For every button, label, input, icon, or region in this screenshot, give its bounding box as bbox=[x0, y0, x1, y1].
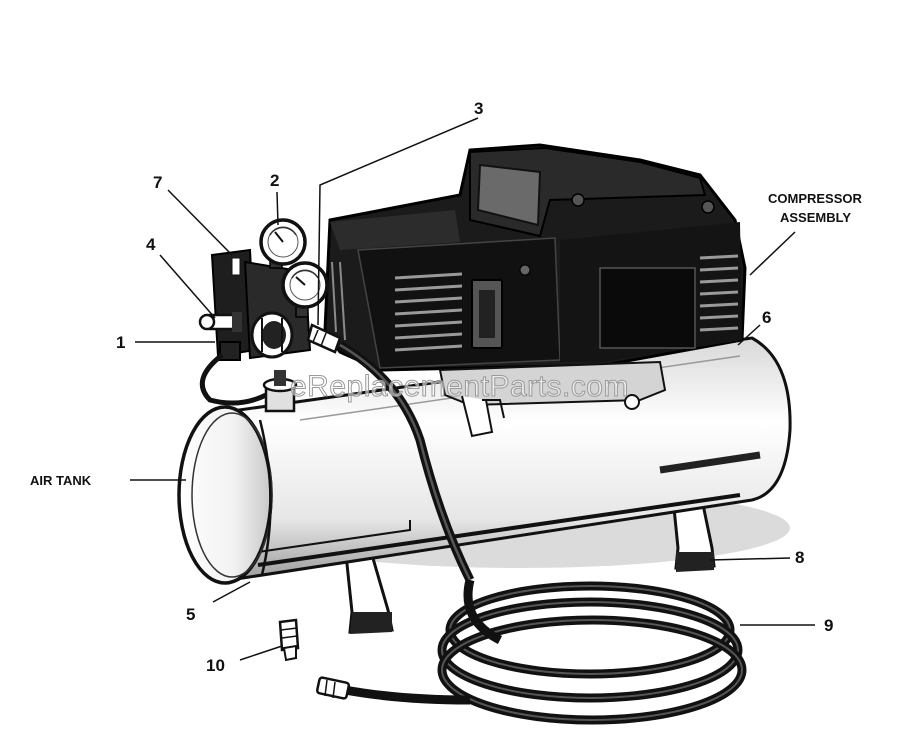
callout-9: 9 bbox=[824, 616, 833, 635]
safety-valve bbox=[198, 312, 243, 332]
compressor-assembly bbox=[323, 143, 747, 438]
tank-hose bbox=[199, 353, 268, 406]
gauge-lower bbox=[281, 261, 329, 318]
manifold-assembly bbox=[198, 218, 342, 361]
air-hose bbox=[337, 341, 747, 725]
label-air-tank: AIR TANK bbox=[30, 473, 92, 488]
loose-fitting bbox=[278, 618, 300, 662]
gauge-upper bbox=[259, 218, 307, 269]
callout-5: 5 bbox=[186, 605, 195, 624]
callout-6: 6 bbox=[762, 308, 771, 327]
tank-fitting bbox=[262, 370, 298, 413]
callout-2: 2 bbox=[270, 171, 279, 190]
air-tank bbox=[177, 336, 792, 585]
callout-8: 8 bbox=[795, 548, 804, 567]
vent-slots-right bbox=[699, 254, 739, 332]
hose-end-fitting bbox=[315, 676, 351, 700]
quick-coupler bbox=[306, 323, 342, 354]
regulator-knob bbox=[250, 311, 294, 359]
callout-3: 3 bbox=[474, 99, 483, 118]
label-compressor-line2: ASSEMBLY bbox=[780, 210, 851, 225]
callout-1: 1 bbox=[116, 333, 125, 352]
callout-4: 4 bbox=[146, 235, 156, 254]
leader-lines bbox=[130, 117, 815, 661]
callout-10: 10 bbox=[206, 656, 225, 675]
vent-slots-left bbox=[394, 272, 463, 352]
callout-7: 7 bbox=[153, 173, 162, 192]
label-compressor-line1: COMPRESSOR bbox=[768, 191, 863, 206]
watermark: eReplacementParts.com bbox=[290, 370, 629, 403]
